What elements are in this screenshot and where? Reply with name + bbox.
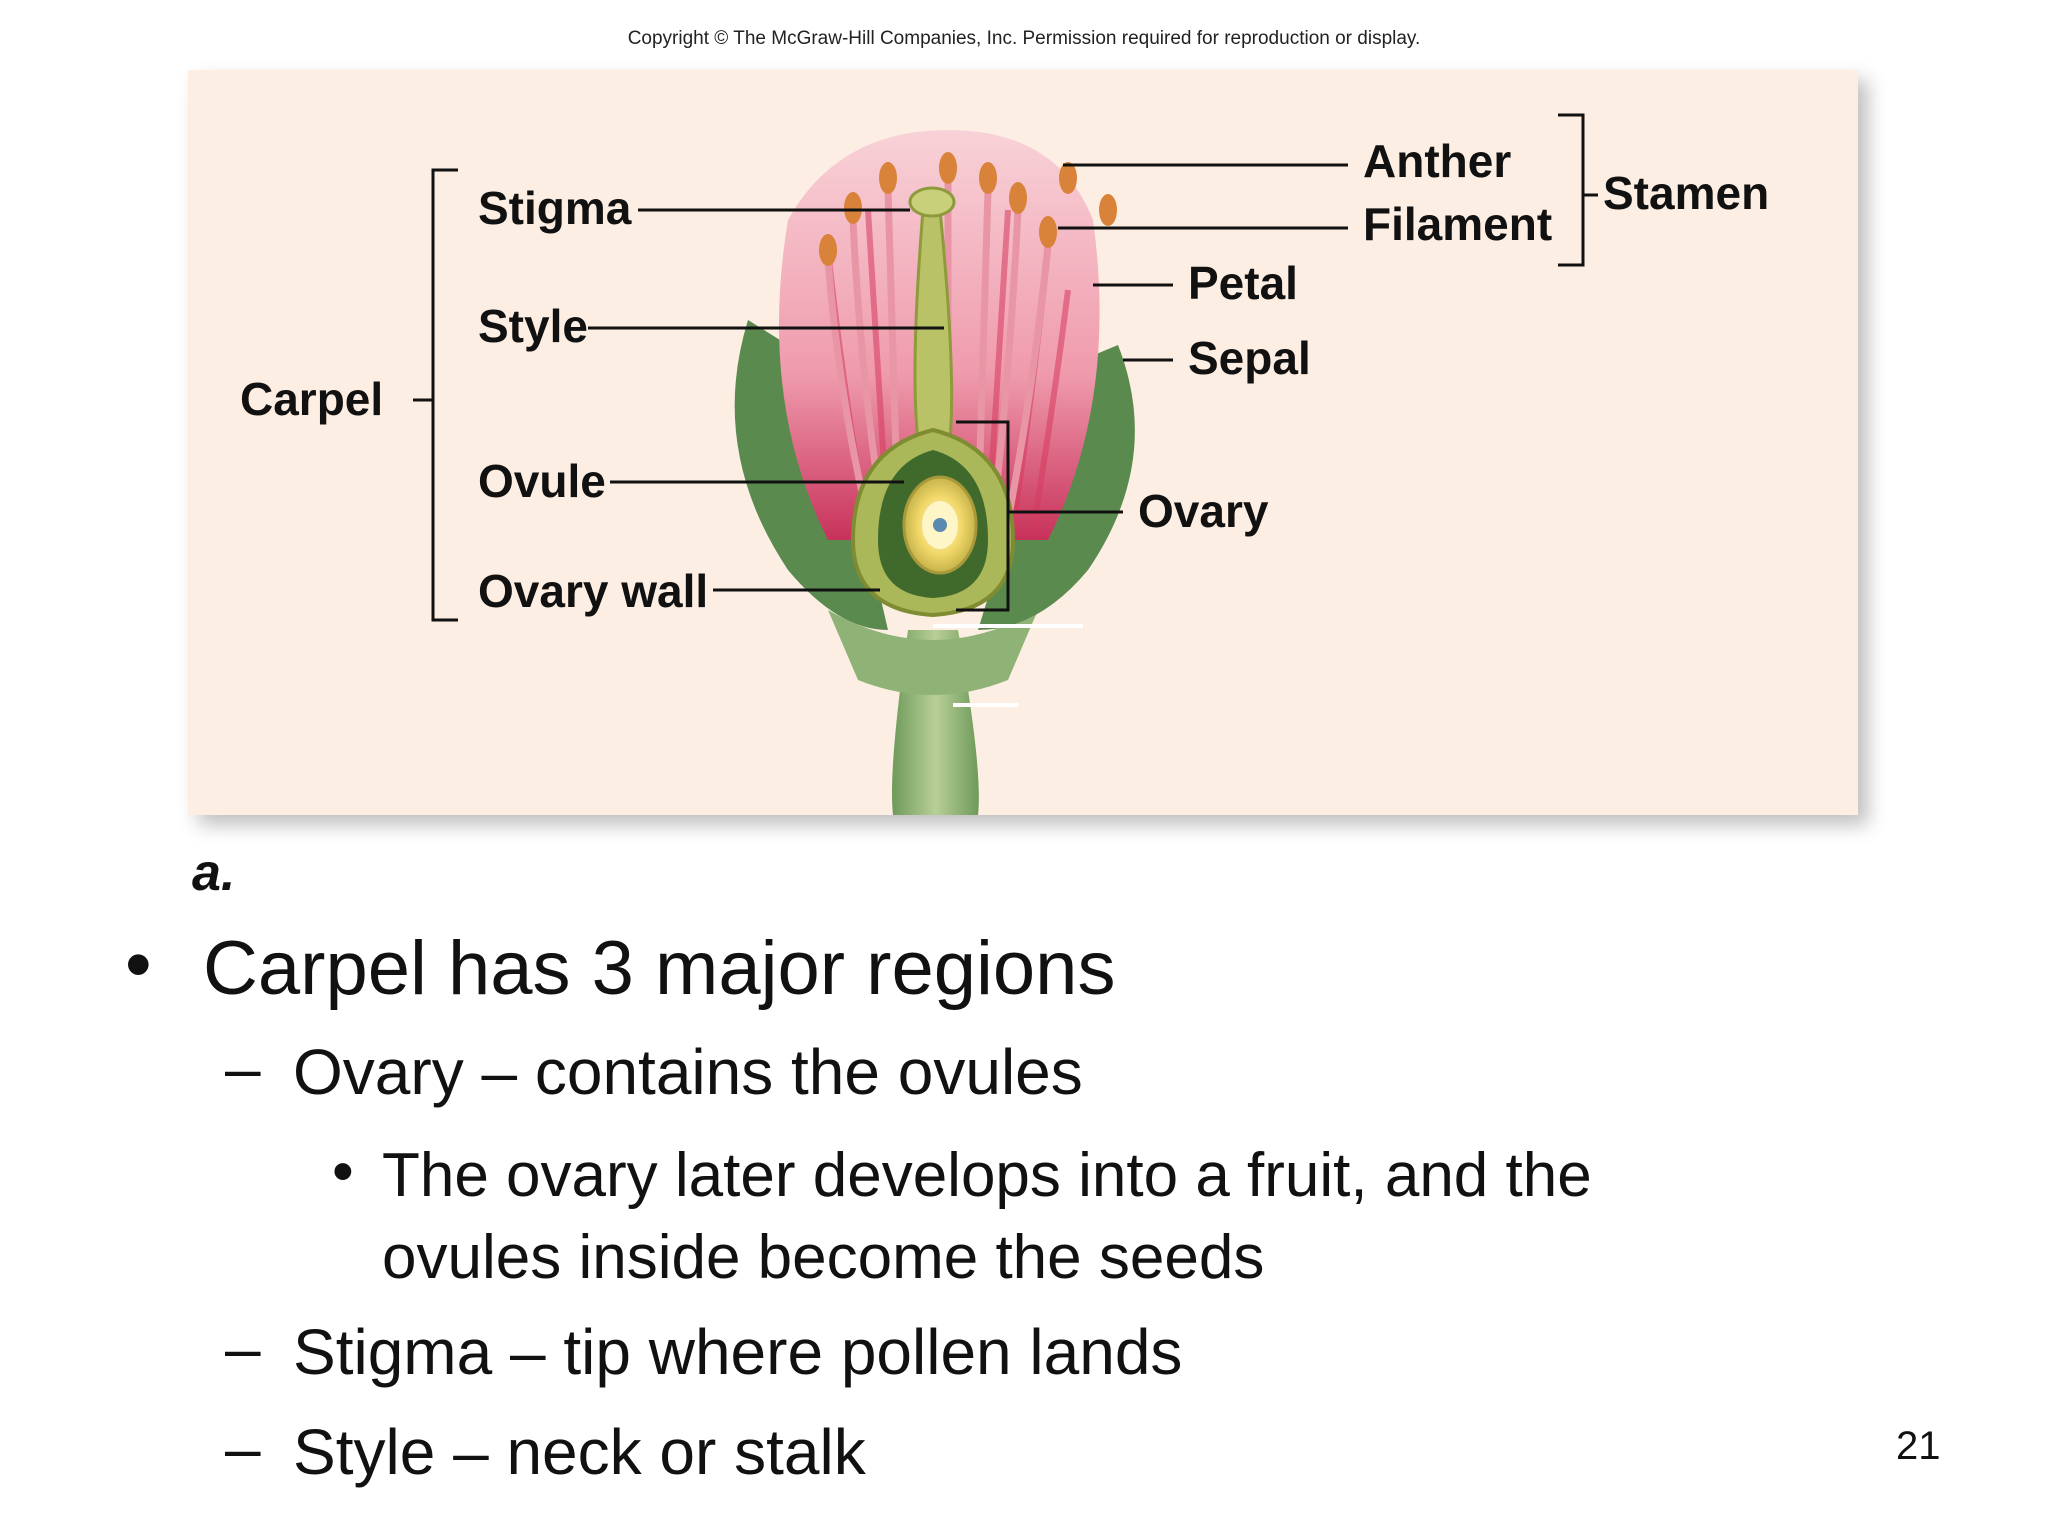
bullet-dot-icon: • bbox=[125, 922, 152, 1007]
carpel-label: Carpel bbox=[240, 373, 384, 425]
dash-icon: – bbox=[225, 1412, 261, 1484]
bullet-sub1-text: Ovary – contains the ovules bbox=[293, 1036, 1083, 1108]
stigma-shape bbox=[908, 186, 956, 218]
page-number: 21 bbox=[1896, 1424, 1941, 1468]
bullet-sub1-detail-line1: The ovary later develops into a fruit, a… bbox=[382, 1141, 1592, 1210]
sepal-label: Sepal bbox=[1188, 332, 1311, 384]
bullet-sub3-text: Style – neck or stalk bbox=[293, 1416, 866, 1488]
dash-icon: – bbox=[225, 1032, 261, 1104]
copyright-notice: Copyright © The McGraw-Hill Companies, I… bbox=[627, 28, 1421, 49]
ovary-label: Ovary bbox=[1138, 485, 1269, 537]
filament-label: Filament bbox=[1363, 198, 1553, 250]
bullet-main-text: Carpel has 3 major regions bbox=[203, 926, 1116, 1011]
bullet-sub1-detail-line2: ovules inside become the seeds bbox=[382, 1223, 1265, 1292]
bullet-sub2-text: Stigma – tip where pollen lands bbox=[293, 1316, 1183, 1388]
style-label: Style bbox=[478, 300, 588, 352]
flower-illustration bbox=[413, 113, 1598, 815]
anther-label: Anther bbox=[1363, 135, 1512, 187]
dash-icon: – bbox=[225, 1312, 261, 1384]
ovule-label: Ovule bbox=[478, 455, 606, 507]
petal-label: Petal bbox=[1188, 257, 1298, 309]
bullet-dot-icon: • bbox=[332, 1137, 354, 1206]
ovary-wall-label: Ovary wall bbox=[478, 565, 709, 617]
stigma-label: Stigma bbox=[478, 182, 632, 234]
receptacle bbox=[828, 610, 1038, 695]
flower-diagram-panel: Anther Filament Stamen Petal Sepal Stigm… bbox=[188, 70, 1858, 815]
stamen-label: Stamen bbox=[1603, 167, 1770, 219]
panel-letter: a. bbox=[192, 844, 236, 902]
